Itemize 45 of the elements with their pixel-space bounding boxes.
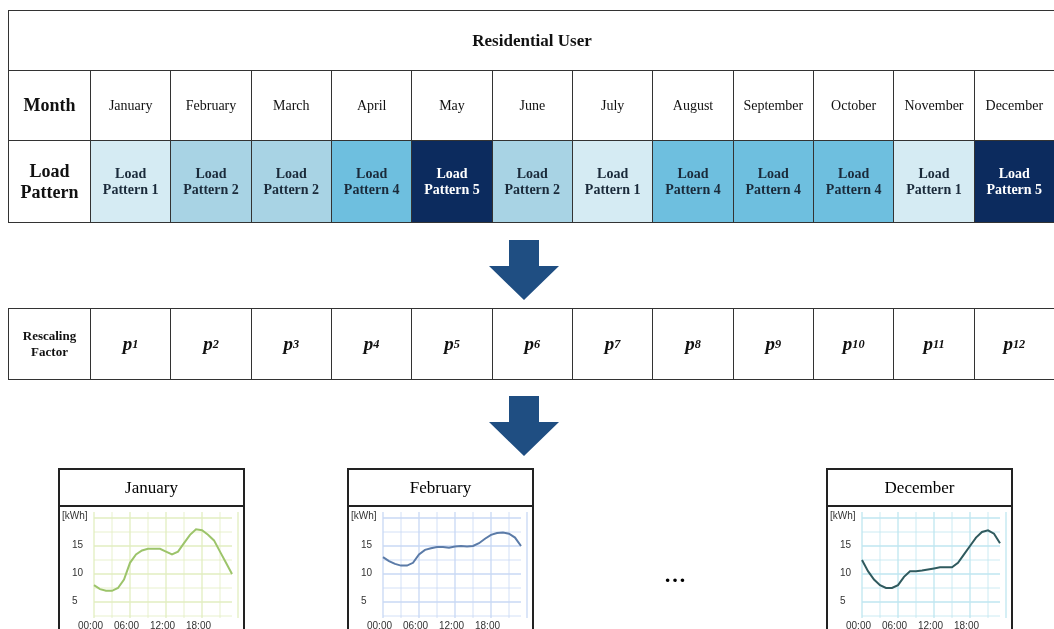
load-pattern-tile: Load Pattern 2: [170, 140, 252, 223]
load-pattern-tile: Load Pattern 4: [732, 140, 814, 223]
tick-label: 18:00: [475, 620, 501, 629]
tick-label: 06:00: [882, 620, 908, 629]
tick-label: 00:00: [78, 620, 104, 629]
tick-label: 18:00: [186, 620, 212, 629]
tick-label: 5: [361, 595, 367, 606]
chart-panel: [58, 468, 245, 629]
tick-label: 00:00: [367, 620, 393, 629]
chart-panel: [347, 468, 534, 629]
tick-label: 15: [840, 539, 852, 550]
panel-title: December: [828, 470, 1011, 507]
axis-unit: [kWh]: [830, 510, 856, 521]
tick-label: 18:00: [954, 620, 980, 629]
tick-label: 15: [361, 539, 373, 550]
load-pattern-tile: Load Pattern 4: [813, 140, 895, 223]
load-pattern-tile: Load Pattern 5: [973, 140, 1054, 223]
ellipsis: …: [664, 562, 686, 588]
load-pattern-tile: Load Pattern 1: [893, 140, 975, 223]
load-pattern-tile: Load Pattern 4: [331, 140, 413, 223]
panel-title: January: [60, 470, 243, 507]
tick-label: 12:00: [439, 620, 465, 629]
tick-label: 12:00: [150, 620, 176, 629]
tick-label: 10: [361, 567, 373, 578]
load-pattern-tile: Load Pattern 5: [411, 140, 493, 223]
tick-label: 06:00: [114, 620, 140, 629]
panel-title: February: [349, 470, 532, 507]
tick-label: 5: [72, 595, 78, 606]
tick-label: 06:00: [403, 620, 429, 629]
row-header: Rescaling Factor: [8, 308, 91, 380]
load-pattern-tile: Load Pattern 2: [250, 140, 332, 223]
tick-label: 5: [840, 595, 846, 606]
load-pattern-tile: Load Pattern 1: [90, 140, 172, 223]
table-title: Residential User: [8, 10, 1054, 71]
load-pattern-tile: Load Pattern 2: [491, 140, 573, 223]
tick-label: 10: [840, 567, 852, 578]
axis-unit: [kWh]: [351, 510, 377, 521]
axis-unit: [kWh]: [62, 510, 88, 521]
tick-label: 00:00: [846, 620, 872, 629]
chart-panel: [826, 468, 1013, 629]
tick-label: 10: [72, 567, 84, 578]
tick-label: 15: [72, 539, 84, 550]
tick-label: 12:00: [918, 620, 944, 629]
load-pattern-tile: Load Pattern 4: [652, 140, 734, 223]
load-pattern-tile: Load Pattern 1: [572, 140, 654, 223]
